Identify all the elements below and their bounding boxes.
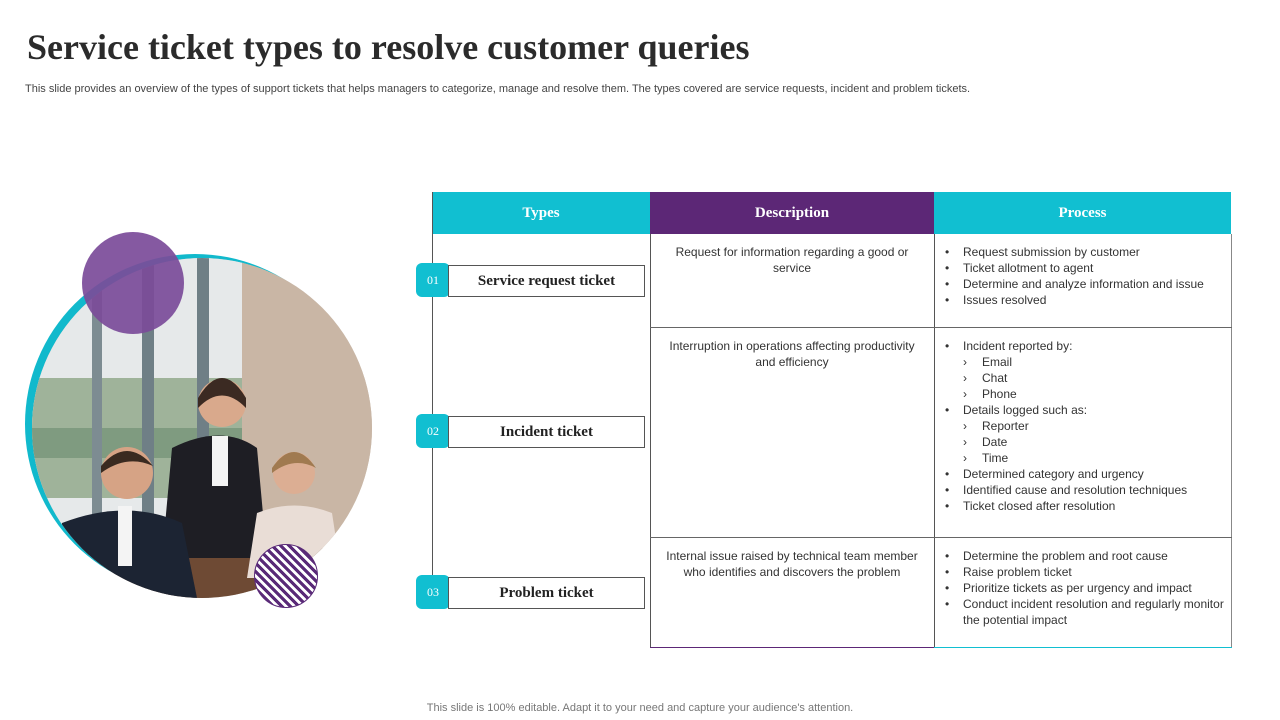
process-item: Determined category and urgency — [944, 466, 1228, 482]
description-left-border — [650, 234, 651, 648]
process-bottom-border — [934, 647, 1232, 648]
process-item: Ticket closed after resolution — [944, 498, 1228, 514]
header-description: Description — [650, 192, 934, 234]
process-item: Identified cause and resolution techniqu… — [944, 482, 1228, 498]
process-item: Determine and analyze information and is… — [944, 276, 1228, 292]
process-subitem: Phone — [944, 386, 1228, 402]
types-column-line — [432, 192, 433, 592]
process-cell: Incident reported by: Email Chat Phone D… — [944, 338, 1228, 514]
description-bottom-border — [650, 647, 934, 648]
process-cell: Request submission by customer Ticket al… — [944, 244, 1228, 308]
process-item: Details logged such as: — [944, 402, 1228, 418]
process-subitem: Date — [944, 434, 1228, 450]
process-item: Conduct incident resolution and regularl… — [944, 596, 1228, 628]
type-label-problem: Problem ticket — [448, 577, 645, 609]
process-item: Raise problem ticket — [944, 564, 1228, 580]
description-cell: Internal issue raised by technical team … — [666, 549, 918, 579]
row-divider-1 — [650, 327, 1232, 328]
process-item: Request submission by customer — [944, 244, 1228, 260]
process-cell: Determine the problem and root cause Rai… — [944, 548, 1228, 628]
header-types: Types — [432, 192, 650, 234]
slide-subtitle: This slide provides an overview of the t… — [25, 83, 971, 95]
row-number-badge: 03 — [416, 575, 450, 609]
process-list: Incident reported by: Email Chat Phone D… — [944, 338, 1228, 514]
process-item: Ticket allotment to agent — [944, 260, 1228, 276]
process-right-border — [1231, 234, 1232, 648]
purple-circle-decoration — [82, 232, 184, 334]
process-item: Incident reported by: — [944, 338, 1228, 354]
team-photo — [32, 258, 372, 598]
process-item: Prioritize tickets as per urgency and im… — [944, 580, 1228, 596]
slide-title: Service ticket types to resolve customer… — [27, 27, 750, 67]
team-photo-illustration — [32, 258, 372, 598]
type-label-incident: Incident ticket — [448, 416, 645, 448]
striped-circle-decoration — [254, 544, 318, 608]
slide-footer: This slide is 100% editable. Adapt it to… — [426, 702, 854, 714]
process-list: Determine the problem and root cause Rai… — [944, 548, 1228, 628]
process-left-border — [934, 234, 935, 648]
photo-graphic — [20, 228, 380, 618]
description-cell: Interruption in operations affecting pro… — [669, 339, 915, 369]
row-divider-2 — [650, 537, 1232, 538]
row-number-badge: 01 — [416, 263, 450, 297]
process-item: Determine the problem and root cause — [944, 548, 1228, 564]
process-list: Request submission by customer Ticket al… — [944, 244, 1228, 308]
row-number-badge: 02 — [416, 414, 450, 448]
description-cell: Request for information regarding a good… — [675, 245, 909, 275]
process-item: Issues resolved — [944, 292, 1228, 308]
process-subitem: Reporter — [944, 418, 1228, 434]
process-subitem: Email — [944, 354, 1228, 370]
process-subitem: Chat — [944, 370, 1228, 386]
process-subitem: Time — [944, 450, 1228, 466]
type-label-service-request: Service request ticket — [448, 265, 645, 297]
header-process: Process — [934, 192, 1231, 234]
